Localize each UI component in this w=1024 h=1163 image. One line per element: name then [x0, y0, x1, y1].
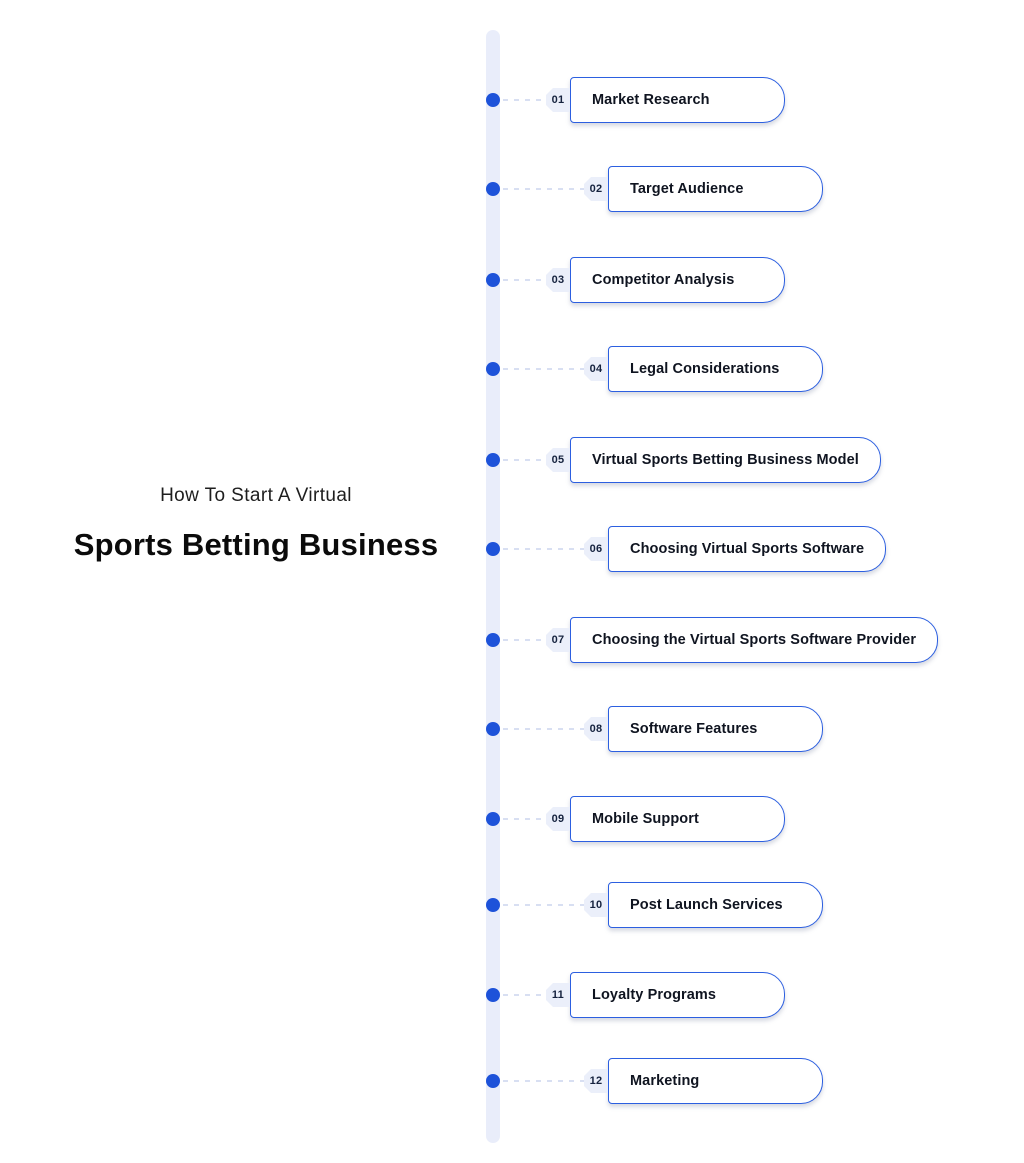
- step-label: Choosing Virtual Sports Software: [630, 541, 865, 557]
- step-number-badge: 11: [546, 983, 570, 1007]
- timeline-dot: [486, 182, 500, 196]
- title-block: How To Start A Virtual Sports Betting Bu…: [0, 484, 512, 562]
- timeline-dot: [486, 722, 500, 736]
- step-number-badge: 06: [584, 537, 608, 561]
- step-label: Post Launch Services: [630, 897, 783, 913]
- timeline-step-4: 04 Legal Considerations: [486, 346, 823, 392]
- step-card: Choosing Virtual Sports Software: [608, 526, 887, 572]
- timeline-step-10: 10 Post Launch Services: [486, 882, 823, 928]
- step-label: Mobile Support: [592, 811, 699, 827]
- timeline-step-5: 05 Virtual Sports Betting Business Model: [486, 437, 881, 483]
- dash-connector: [503, 818, 546, 820]
- timeline-dot: [486, 633, 500, 647]
- step-number-badge: 09: [546, 807, 570, 831]
- step-label: Virtual Sports Betting Business Model: [592, 452, 859, 468]
- timeline-step-8: 08 Software Features: [486, 706, 823, 752]
- step-label: Competitor Analysis: [592, 272, 735, 288]
- step-label: Loyalty Programs: [592, 987, 717, 1003]
- dash-connector: [503, 728, 584, 730]
- timeline-dot: [486, 898, 500, 912]
- timeline-step-9: 09 Mobile Support: [486, 796, 785, 842]
- step-card: Market Research: [570, 77, 785, 123]
- timeline-dot: [486, 93, 500, 107]
- dash-connector: [503, 99, 546, 101]
- step-number-badge: 07: [546, 628, 570, 652]
- step-card: Software Features: [608, 706, 823, 752]
- step-label: Software Features: [630, 721, 758, 737]
- timeline-dot: [486, 362, 500, 376]
- step-card: Post Launch Services: [608, 882, 823, 928]
- timeline-dot: [486, 453, 500, 467]
- timeline-step-12: 12 Marketing: [486, 1058, 823, 1104]
- step-label: Market Research: [592, 92, 710, 108]
- timeline-dot: [486, 542, 500, 556]
- timeline-step-3: 03 Competitor Analysis: [486, 257, 785, 303]
- timeline-dot: [486, 988, 500, 1002]
- dash-connector: [503, 1080, 584, 1082]
- step-label: Target Audience: [630, 181, 744, 197]
- step-card: Virtual Sports Betting Business Model: [570, 437, 881, 483]
- step-card: Legal Considerations: [608, 346, 823, 392]
- step-label: Marketing: [630, 1073, 700, 1089]
- step-card: Choosing the Virtual Sports Software Pro…: [570, 617, 939, 663]
- step-card: Mobile Support: [570, 796, 785, 842]
- timeline-step-11: 11 Loyalty Programs: [486, 972, 785, 1018]
- timeline-step-1: 01 Market Research: [486, 77, 785, 123]
- step-number-badge: 03: [546, 268, 570, 292]
- step-number-badge: 12: [584, 1069, 608, 1093]
- step-label: Legal Considerations: [630, 361, 780, 377]
- timeline-dot: [486, 273, 500, 287]
- dash-connector: [503, 639, 546, 641]
- dash-connector: [503, 368, 584, 370]
- timeline-track: [486, 30, 500, 1143]
- title-subtitle: How To Start A Virtual: [160, 485, 352, 506]
- timeline-step-2: 02 Target Audience: [486, 166, 823, 212]
- dash-connector: [503, 994, 546, 996]
- step-card: Target Audience: [608, 166, 823, 212]
- dash-connector: [503, 459, 546, 461]
- step-card: Loyalty Programs: [570, 972, 785, 1018]
- step-card: Marketing: [608, 1058, 823, 1104]
- timeline-step-6: 06 Choosing Virtual Sports Software: [486, 526, 887, 572]
- step-number-badge: 05: [546, 448, 570, 472]
- timeline-step-7: 07 Choosing the Virtual Sports Software …: [486, 617, 939, 663]
- timeline-dot: [486, 1074, 500, 1088]
- dash-connector: [503, 904, 584, 906]
- dash-connector: [503, 548, 584, 550]
- step-number-badge: 08: [584, 717, 608, 741]
- step-number-badge: 01: [546, 88, 570, 112]
- step-label: Choosing the Virtual Sports Software Pro…: [592, 632, 917, 648]
- step-number-badge: 02: [584, 177, 608, 201]
- step-number-badge: 10: [584, 893, 608, 917]
- timeline-dot: [486, 812, 500, 826]
- dash-connector: [503, 279, 546, 281]
- dash-connector: [503, 188, 584, 190]
- step-card: Competitor Analysis: [570, 257, 785, 303]
- page-title: Sports Betting Business: [73, 527, 439, 562]
- step-number-badge: 04: [584, 357, 608, 381]
